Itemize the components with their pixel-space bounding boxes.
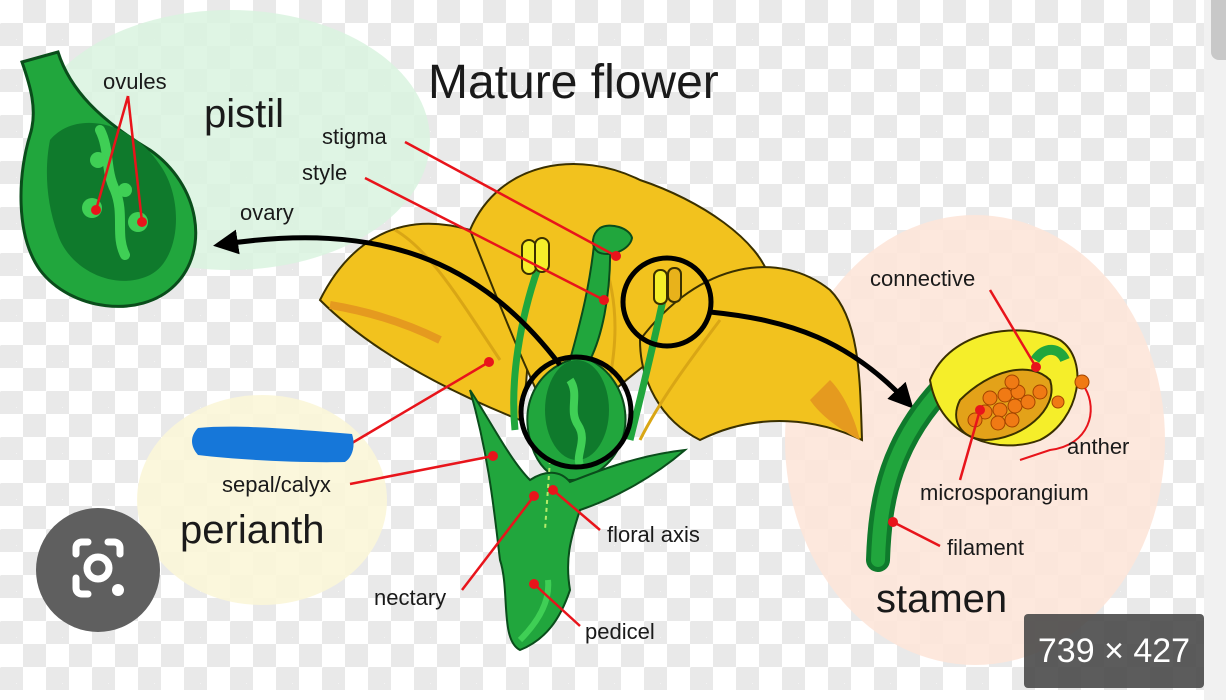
flower-petals bbox=[318, 163, 864, 442]
perianth-region-label: perianth bbox=[180, 508, 325, 552]
arrow-to-pistil bbox=[213, 229, 562, 367]
scrollbar-thumb[interactable] bbox=[1211, 0, 1226, 60]
filament-label: filament bbox=[947, 535, 1024, 560]
stamen-inset bbox=[866, 329, 1092, 572]
pistil-region-label: pistil bbox=[204, 92, 284, 136]
leader-lines bbox=[349, 140, 1038, 627]
anther-zoom-circle bbox=[620, 255, 714, 349]
pedicel-label: pedicel bbox=[585, 619, 655, 644]
floral-axis-label: floral axis bbox=[607, 522, 700, 547]
ovary-label: ovary bbox=[240, 200, 294, 225]
pistil-inset bbox=[19, 50, 198, 308]
arrow-to-stamen bbox=[709, 309, 914, 409]
anther-label: anther bbox=[1067, 434, 1129, 459]
stamen-region-label: stamen bbox=[876, 577, 1007, 621]
google-lens-icon bbox=[72, 538, 124, 598]
ovary-zoom-circle bbox=[518, 354, 634, 470]
sepal-calyx-label: sepal/calyx bbox=[222, 472, 331, 497]
leader-dots bbox=[484, 251, 1041, 589]
style-label: style bbox=[302, 160, 347, 185]
redaction-mark bbox=[192, 426, 354, 463]
google-lens-button[interactable] bbox=[36, 508, 160, 632]
nectary-label: nectary bbox=[374, 585, 446, 610]
microsporangium-label: microsporangium bbox=[920, 480, 1089, 505]
flower-diagram: Mature flower pistil perianth stamen ovu… bbox=[19, 10, 1165, 665]
ovules-label: ovules bbox=[103, 69, 167, 94]
scrollbar-track[interactable] bbox=[1204, 0, 1226, 700]
perianth-bubble bbox=[137, 395, 387, 605]
connective-label: connective bbox=[870, 266, 975, 291]
stigma-label: stigma bbox=[322, 124, 388, 149]
image-dimensions-badge: 739 × 427 bbox=[1024, 614, 1204, 688]
diagram-title: Mature flower bbox=[428, 56, 719, 109]
